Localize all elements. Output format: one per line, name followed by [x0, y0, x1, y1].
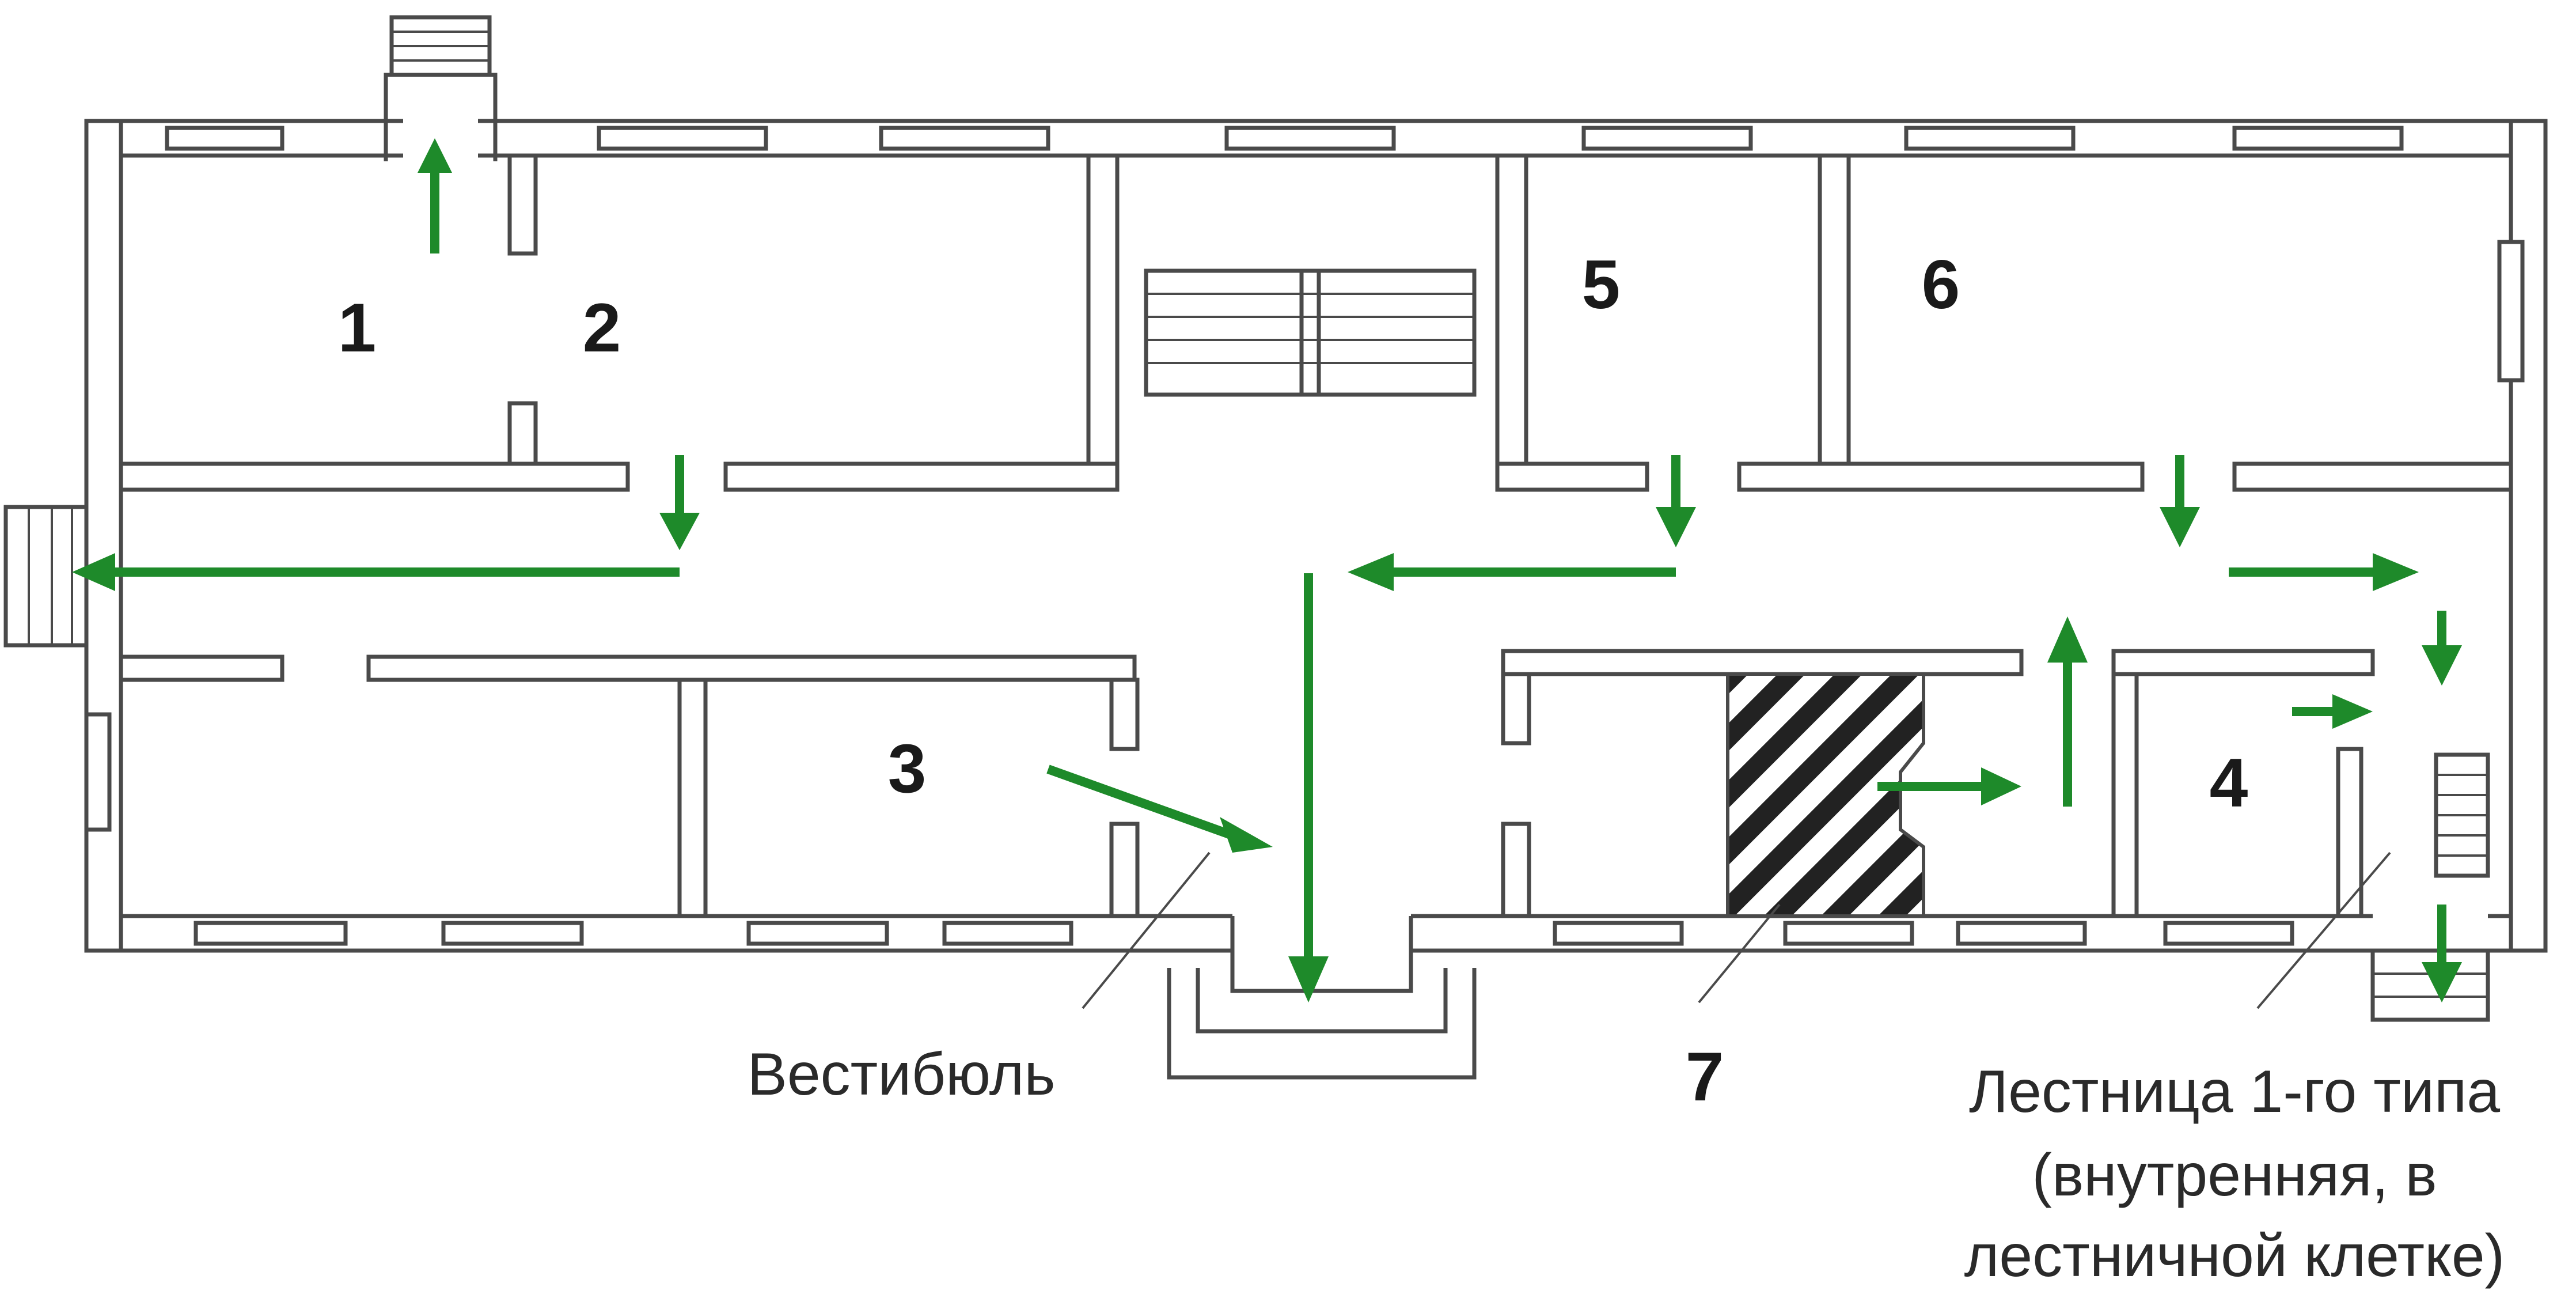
lower-corridor-wall: [119, 649, 2375, 682]
room-number-3: 3: [888, 730, 927, 807]
room-number-6: 6: [1922, 246, 1960, 323]
left-window: [84, 712, 112, 832]
label-vestibule: Вестибюль: [747, 1041, 1055, 1108]
label-stair-line3: лестничной клетке): [1964, 1223, 2505, 1289]
evacuation-arrows: [72, 138, 2462, 1002]
left-exit-stairs: [3, 505, 89, 648]
top-windows: [165, 126, 2404, 151]
room-number-5: 5: [1582, 246, 1621, 323]
bottom-windows: [194, 921, 2294, 946]
type1-staircase: [2434, 752, 2490, 878]
label-stair-line2: (внутренняя, в: [2032, 1142, 2437, 1209]
central-staircase: [1144, 268, 1477, 397]
main-entrance-porch: [1167, 913, 1477, 1080]
interior-partitions: [507, 153, 2363, 918]
room-number-4: 4: [2210, 744, 2248, 822]
room-number-1: 1: [338, 289, 377, 366]
top-exit-porch: [384, 15, 498, 161]
upper-corridor-wall: [119, 461, 2513, 492]
arrow-room3-diagonal: [1046, 765, 1234, 840]
right-window: [2497, 240, 2525, 383]
label-stair-line1: Лестница 1-го типа: [1969, 1058, 2500, 1125]
room-number-7: 7: [1686, 1038, 1724, 1115]
hatched-area-room-7: [1726, 672, 1925, 918]
room-number-2: 2: [583, 289, 621, 366]
leader-lines: [1082, 852, 2391, 1009]
